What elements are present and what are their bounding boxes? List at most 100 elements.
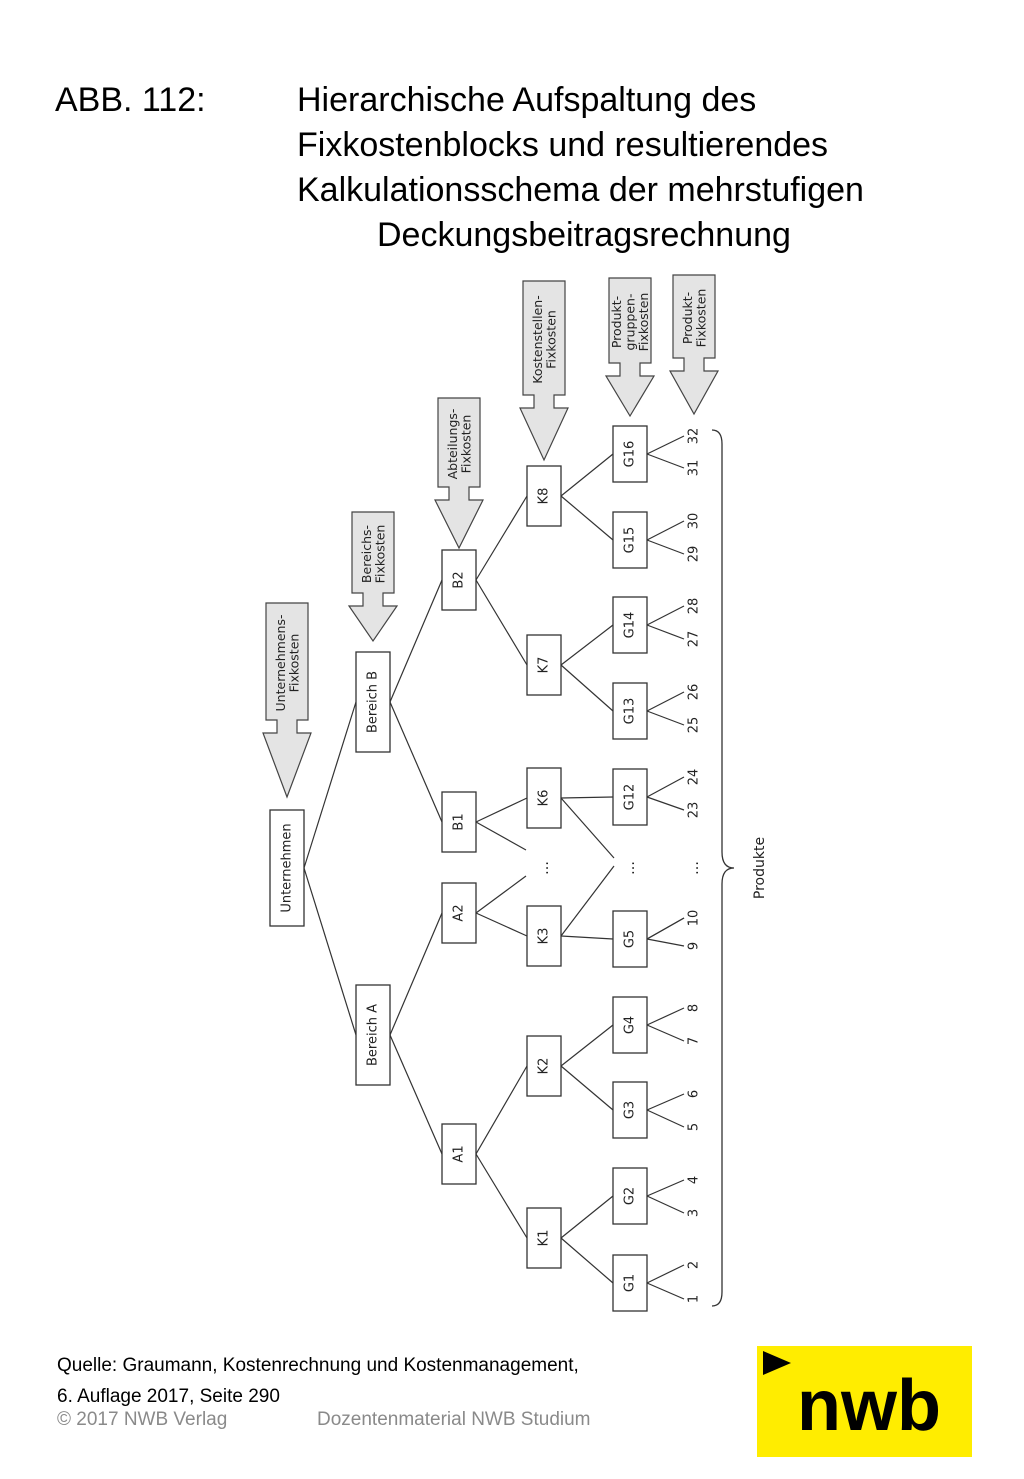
ellipsis: … bbox=[622, 861, 638, 875]
product-number: 26 bbox=[687, 684, 702, 701]
footer: © 2017 NWB Verlag Dozentenmaterial NWB S… bbox=[57, 1409, 591, 1431]
product-edge bbox=[646, 1179, 685, 1197]
node-label: G4 bbox=[623, 1016, 638, 1034]
product-number: 8 bbox=[687, 1004, 702, 1012]
tree-edge bbox=[303, 867, 357, 1036]
node-label: G2 bbox=[623, 1187, 638, 1205]
node-g16: G16 bbox=[612, 425, 648, 483]
node-k2: K2 bbox=[526, 1035, 562, 1097]
node-root: Unternehmen bbox=[269, 809, 305, 927]
node-box bbox=[612, 682, 648, 740]
cost-arrow: Abteilungs-Fixkosten bbox=[434, 397, 484, 550]
node-label: K2 bbox=[537, 1058, 552, 1075]
node-box bbox=[612, 768, 648, 826]
tree-edge bbox=[560, 1024, 614, 1067]
tree-edge bbox=[389, 1034, 443, 1155]
arrow-label: Fixkosten bbox=[543, 310, 558, 369]
node-box bbox=[612, 1254, 648, 1312]
product-number: 3 bbox=[687, 1209, 702, 1217]
node-k3: K3 bbox=[526, 905, 562, 967]
figure-title-line: Deckungsbeitragsrechnung bbox=[377, 216, 791, 254]
node-label: G13 bbox=[623, 698, 638, 725]
arrow-shape bbox=[262, 602, 312, 799]
node-label: A2 bbox=[452, 904, 467, 921]
product-edge bbox=[646, 917, 685, 940]
node-label: K6 bbox=[537, 790, 552, 807]
stub-edge bbox=[475, 875, 527, 914]
product-number: 9 bbox=[687, 942, 702, 950]
node-box bbox=[526, 905, 562, 967]
node-label: A1 bbox=[452, 1145, 467, 1162]
node-label: G3 bbox=[623, 1101, 638, 1119]
node-g13: G13 bbox=[612, 682, 648, 740]
product-edge bbox=[646, 710, 685, 726]
arrow-label: Produkt- bbox=[609, 296, 624, 348]
node-box bbox=[269, 809, 305, 927]
arrow-label: Fixkosten bbox=[286, 634, 301, 693]
tree-edge bbox=[560, 1195, 614, 1239]
cost-arrow: Kostenstellen-Fixkosten bbox=[519, 280, 569, 462]
products-brace bbox=[711, 429, 735, 1307]
figure-title: Hierarchische Aufspaltung des Fixkostenb… bbox=[297, 78, 997, 258]
tree-edge bbox=[560, 1237, 614, 1284]
product-number: 30 bbox=[687, 513, 702, 530]
tree-edge bbox=[475, 579, 528, 666]
arrow-label: Produkt- bbox=[680, 292, 695, 344]
node-g12: G12 bbox=[612, 768, 648, 826]
node-box bbox=[355, 984, 391, 1086]
product-number: 32 bbox=[687, 428, 702, 445]
node-box bbox=[441, 1123, 477, 1185]
node-label: G1 bbox=[623, 1274, 638, 1292]
node-label: K7 bbox=[537, 657, 552, 674]
node-k8: K8 bbox=[526, 465, 562, 527]
node-label: G14 bbox=[623, 612, 638, 639]
node-box bbox=[612, 511, 648, 569]
ellipsis: … bbox=[686, 861, 702, 875]
node-label: Bereich A bbox=[366, 1004, 381, 1066]
product-number: 24 bbox=[687, 769, 702, 786]
node-label: G16 bbox=[623, 441, 638, 468]
source-line: Quelle: Graumann, Kostenrechnung und Kos… bbox=[57, 1355, 579, 1376]
arrow-label: Kostenstellen- bbox=[530, 295, 545, 383]
node-box bbox=[612, 910, 648, 968]
node-bereich_a: Bereich A bbox=[355, 984, 391, 1086]
node-box bbox=[526, 1035, 562, 1097]
node-k7: K7 bbox=[526, 634, 562, 696]
arrow-label: Fixkosten bbox=[636, 293, 651, 352]
tree-edge bbox=[475, 1153, 528, 1239]
node-g15: G15 bbox=[612, 511, 648, 569]
product-edge bbox=[646, 776, 685, 798]
tree-edge bbox=[475, 912, 528, 937]
node-b1: B1 bbox=[441, 791, 477, 853]
product-number: 25 bbox=[687, 717, 702, 734]
tree-edge bbox=[303, 701, 357, 869]
product-number: 1 bbox=[687, 1295, 702, 1303]
arrow-shape bbox=[668, 274, 720, 416]
stub-edge bbox=[475, 821, 527, 851]
node-box bbox=[526, 1207, 562, 1269]
product-number: 29 bbox=[687, 546, 702, 563]
tree-edge bbox=[560, 495, 614, 541]
cost-arrow: Unternehmens-Fixkosten bbox=[262, 602, 312, 799]
node-box bbox=[612, 425, 648, 483]
node-box bbox=[441, 549, 477, 611]
figure-title-line: Fixkostenblocks und resultierendes bbox=[297, 126, 829, 164]
node-label: K8 bbox=[537, 488, 552, 505]
product-edge bbox=[646, 453, 685, 469]
tree-edge bbox=[560, 796, 614, 799]
arrow-shape bbox=[347, 511, 399, 643]
copyright: © 2017 NWB Verlag bbox=[57, 1409, 228, 1430]
product-edge bbox=[646, 1282, 685, 1300]
arrow-shape bbox=[604, 277, 656, 418]
diagram-edges bbox=[303, 435, 685, 1300]
arrow-label: Abteilungs- bbox=[445, 409, 460, 480]
node-box bbox=[526, 634, 562, 696]
product-labels: ………1234567891023242526272829303132Produk… bbox=[536, 428, 768, 1307]
arrow-label: gruppen- bbox=[623, 294, 638, 351]
product-number: 28 bbox=[687, 598, 702, 615]
node-k6: K6 bbox=[526, 767, 562, 829]
logo-text: nwb bbox=[797, 1366, 941, 1446]
source-line: 6. Auflage 2017, Seite 290 bbox=[57, 1386, 280, 1407]
